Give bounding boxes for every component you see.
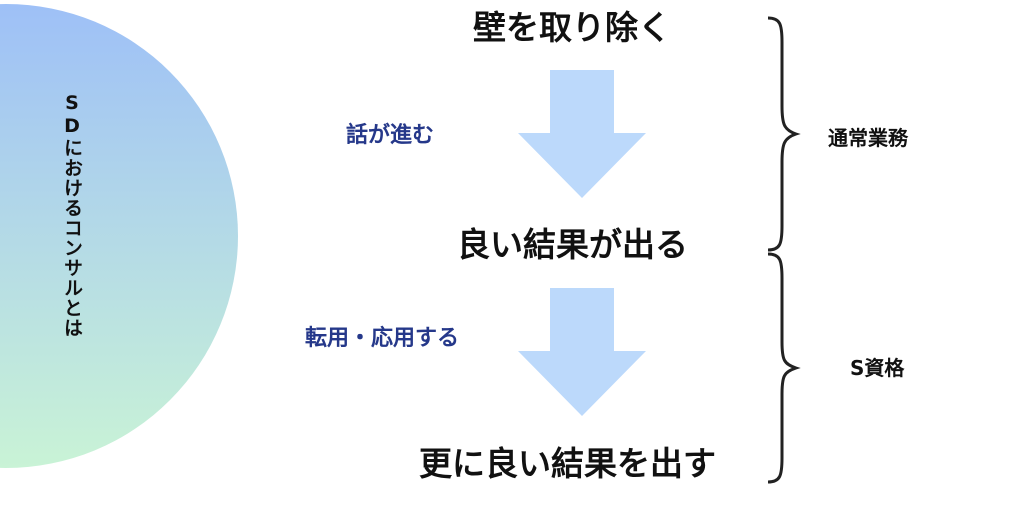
transition-label-2: 転用・応用する <box>305 326 460 351</box>
down-arrow-2 <box>518 288 646 416</box>
right-brace-2 <box>767 252 801 484</box>
transition-label-1: 話が進む <box>346 123 435 148</box>
step-good-result: 良い結果が出る <box>457 225 688 264</box>
step-remove-barrier: 壁を取り除く <box>473 8 671 47</box>
step-better-result: 更に良い結果を出す <box>419 444 716 483</box>
group-label-s-qualification: S資格 <box>850 356 905 380</box>
circle-title: SDにおけるコンサルとは <box>61 92 83 338</box>
right-brace-1 <box>767 16 801 252</box>
down-arrow-1 <box>518 70 646 198</box>
gradient-semicircle <box>0 4 238 468</box>
group-label-daily-work: 通常業務 <box>828 126 908 150</box>
